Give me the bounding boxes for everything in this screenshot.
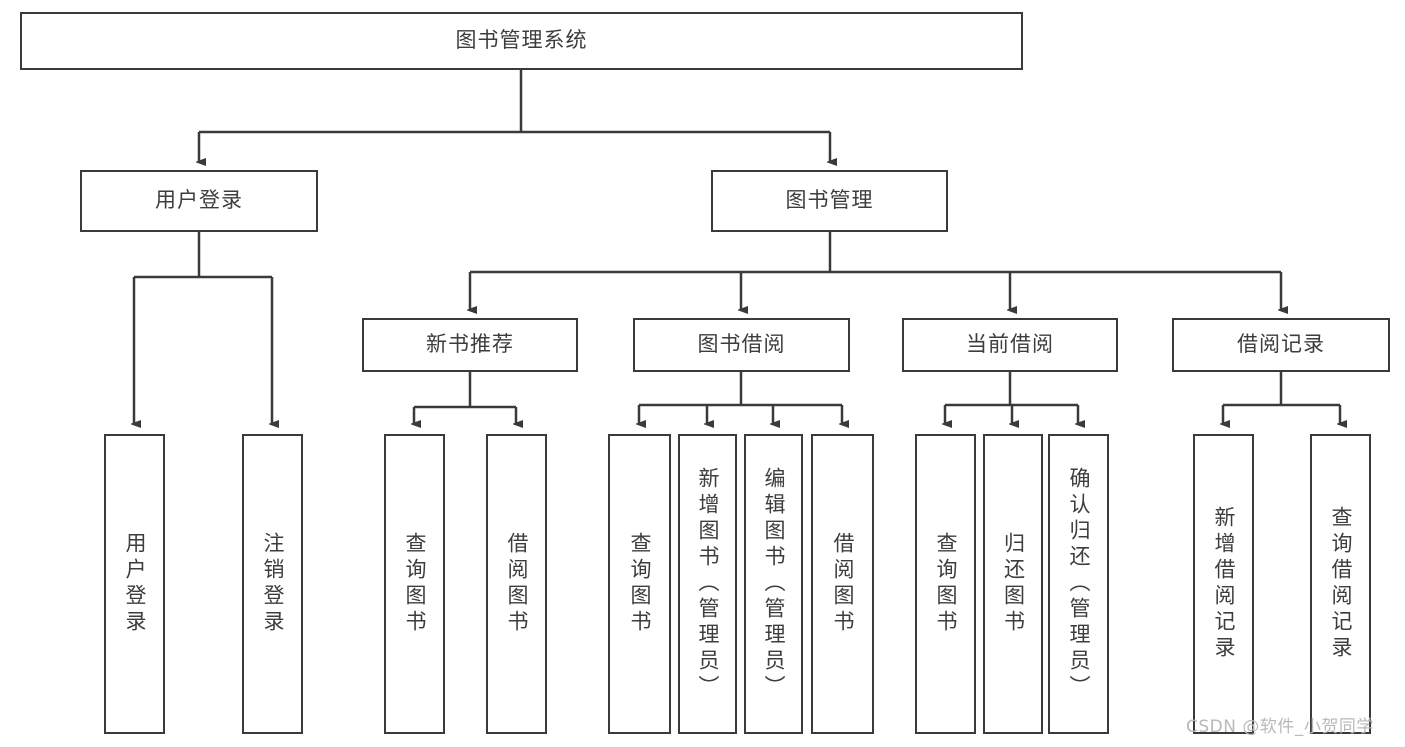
leaf-book-borrow-edit[interactable]: 编辑图书（管理员）: [744, 434, 803, 734]
leaf-book-borrow-add-label: 新增图书（管理员）: [696, 467, 721, 701]
leaf-user-login-logout-label: 注销登录: [261, 532, 286, 636]
leaf-borrow-record-query[interactable]: 查询借阅记录: [1310, 434, 1371, 734]
node-new-book-recommend-label: 新书推荐: [426, 332, 514, 357]
node-book-management[interactable]: 图书管理: [711, 170, 948, 232]
leaf-borrow-record-add-label: 新增借阅记录: [1212, 506, 1237, 662]
node-book-borrow-label: 图书借阅: [697, 332, 786, 357]
leaf-book-borrow-borrow-label: 借阅图书: [831, 532, 856, 636]
leaf-current-borrow-return[interactable]: 归还图书: [983, 434, 1043, 734]
node-root-system-label: 图书管理系统: [455, 28, 588, 53]
node-book-management-label: 图书管理: [785, 188, 874, 213]
leaf-current-borrow-return-label: 归还图书: [1001, 532, 1026, 636]
leaf-borrow-record-add[interactable]: 新增借阅记录: [1193, 434, 1254, 734]
leaf-new-book-borrow[interactable]: 借阅图书: [486, 434, 547, 734]
leaf-current-borrow-confirm-label: 确认归还（管理员）: [1067, 467, 1092, 701]
node-current-borrow[interactable]: 当前借阅: [902, 318, 1118, 372]
leaf-user-login-login-label: 用户登录: [123, 532, 148, 636]
leaf-book-borrow-add[interactable]: 新增图书（管理员）: [678, 434, 737, 734]
leaf-new-book-query-label: 查询图书: [403, 532, 428, 636]
leaf-borrow-record-query-label: 查询借阅记录: [1329, 506, 1354, 662]
leaf-book-borrow-query[interactable]: 查询图书: [608, 434, 671, 734]
node-new-book-recommend[interactable]: 新书推荐: [362, 318, 578, 372]
leaf-book-borrow-query-label: 查询图书: [628, 532, 653, 636]
node-borrow-record[interactable]: 借阅记录: [1172, 318, 1390, 372]
node-root-system[interactable]: 图书管理系统: [20, 12, 1023, 70]
node-user-login-label: 用户登录: [155, 188, 243, 213]
node-borrow-record-label: 借阅记录: [1237, 332, 1325, 357]
leaf-current-borrow-query[interactable]: 查询图书: [915, 434, 976, 734]
node-book-borrow[interactable]: 图书借阅: [633, 318, 850, 372]
leaf-current-borrow-query-label: 查询图书: [934, 532, 959, 636]
node-user-login[interactable]: 用户登录: [80, 170, 318, 232]
leaf-new-book-query[interactable]: 查询图书: [384, 434, 445, 734]
leaf-new-book-borrow-label: 借阅图书: [505, 532, 530, 636]
leaf-current-borrow-confirm[interactable]: 确认归还（管理员）: [1048, 434, 1109, 734]
leaf-book-borrow-edit-label: 编辑图书（管理员）: [762, 467, 787, 701]
csdn-watermark: CSDN @软件_小贺同学: [1186, 717, 1374, 737]
leaf-user-login-logout[interactable]: 注销登录: [242, 434, 303, 734]
leaf-user-login-login[interactable]: 用户登录: [104, 434, 165, 734]
leaf-book-borrow-borrow[interactable]: 借阅图书: [811, 434, 874, 734]
node-current-borrow-label: 当前借阅: [966, 332, 1054, 357]
